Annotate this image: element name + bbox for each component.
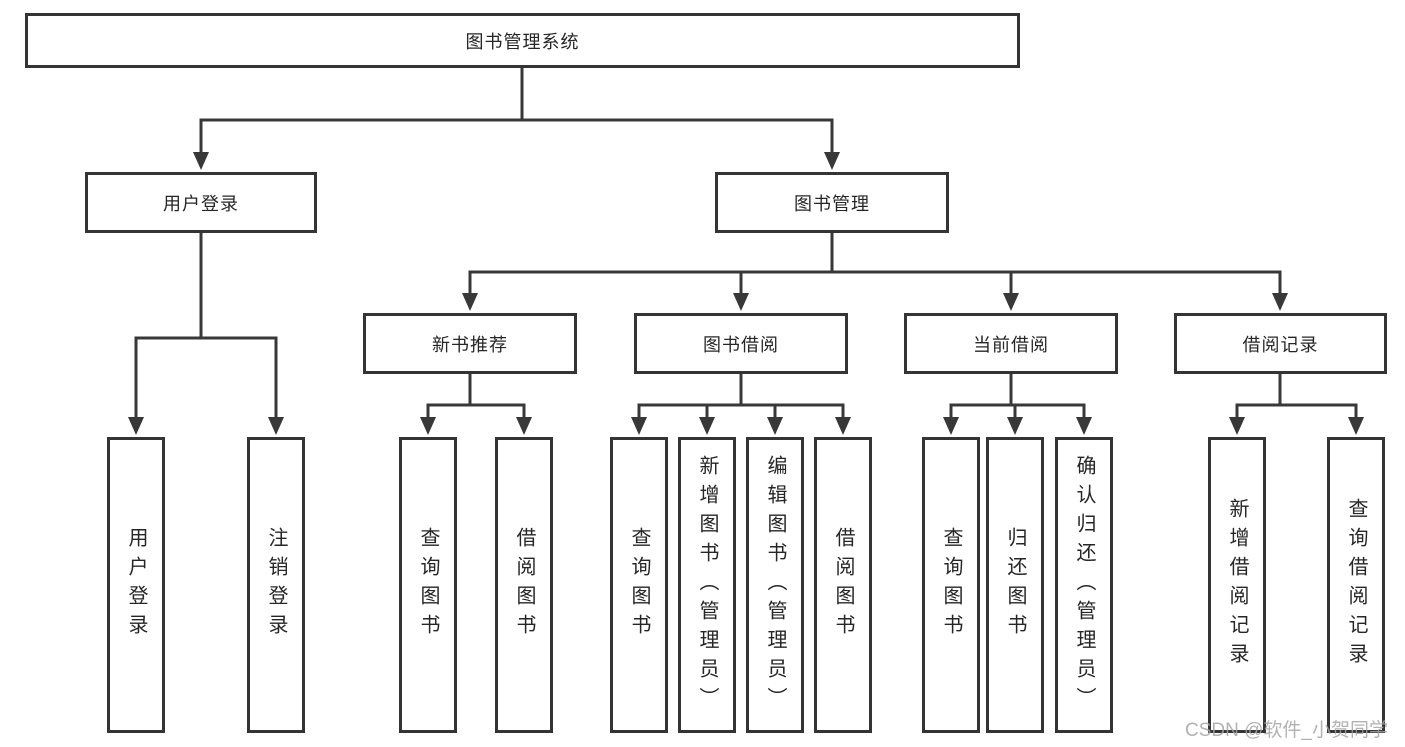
leaf-user-login: 用户登录 [107, 437, 165, 733]
leaf-newbook-query-books-label: 查询图书 [417, 527, 439, 643]
node-user-login: 用户登录 [85, 172, 317, 233]
watermark: CSDN @软件_小贺同学 [1185, 720, 1388, 741]
leaf-borrow-edit-books-admin-label: 编辑图书（管理员） [764, 454, 786, 716]
leaf-borrow-borrow-books-label: 借阅图书 [832, 527, 854, 643]
connector-arrowheads [128, 152, 1364, 435]
leaf-borrow-add-books-admin: 新增图书（管理员） [678, 437, 736, 733]
leaf-records-query-record-label: 查询借阅记录 [1345, 498, 1367, 672]
node-new-book-recommend: 新书推荐 [363, 313, 577, 374]
node-book-borrow-label: 图书借阅 [703, 334, 779, 355]
leaf-borrow-borrow-books: 借阅图书 [814, 437, 872, 733]
leaf-borrow-query-books: 查询图书 [610, 437, 668, 733]
node-root: 图书管理系统 [25, 13, 1020, 68]
leaf-current-query-books: 查询图书 [922, 437, 980, 733]
leaf-current-return-books: 归还图书 [986, 437, 1044, 733]
leaf-records-add-record: 新增借阅记录 [1208, 437, 1266, 733]
leaf-current-confirm-return-admin-label: 确认归还（管理员） [1073, 454, 1095, 716]
leaf-current-return-books-label: 归还图书 [1004, 527, 1026, 643]
node-current-borrow: 当前借阅 [904, 313, 1118, 374]
node-root-label: 图书管理系统 [465, 31, 580, 52]
node-borrow-records: 借阅记录 [1174, 313, 1387, 374]
node-new-book-recommend-label: 新书推荐 [432, 334, 508, 355]
leaf-newbook-borrow-books-label: 借阅图书 [513, 527, 535, 643]
leaf-records-add-record-label: 新增借阅记录 [1226, 498, 1248, 672]
leaf-current-query-books-label: 查询图书 [940, 527, 962, 643]
leaf-logout-label: 注销登录 [265, 527, 287, 643]
node-user-login-label: 用户登录 [163, 193, 239, 214]
leaf-newbook-borrow-books: 借阅图书 [495, 437, 553, 733]
leaf-logout: 注销登录 [247, 437, 305, 733]
node-book-management: 图书管理 [715, 172, 949, 233]
leaf-newbook-query-books: 查询图书 [399, 437, 457, 733]
node-current-borrow-label: 当前借阅 [973, 334, 1049, 355]
leaf-current-confirm-return-admin: 确认归还（管理员） [1055, 437, 1113, 733]
leaf-user-login-label: 用户登录 [125, 527, 147, 643]
node-book-borrow: 图书借阅 [634, 313, 848, 374]
leaf-borrow-add-books-admin-label: 新增图书（管理员） [696, 454, 718, 716]
leaf-records-query-record: 查询借阅记录 [1327, 437, 1385, 733]
leaf-borrow-edit-books-admin: 编辑图书（管理员） [746, 437, 804, 733]
leaf-borrow-query-books-label: 查询图书 [628, 527, 650, 643]
node-book-management-label: 图书管理 [794, 193, 870, 214]
node-borrow-records-label: 借阅记录 [1242, 334, 1319, 355]
